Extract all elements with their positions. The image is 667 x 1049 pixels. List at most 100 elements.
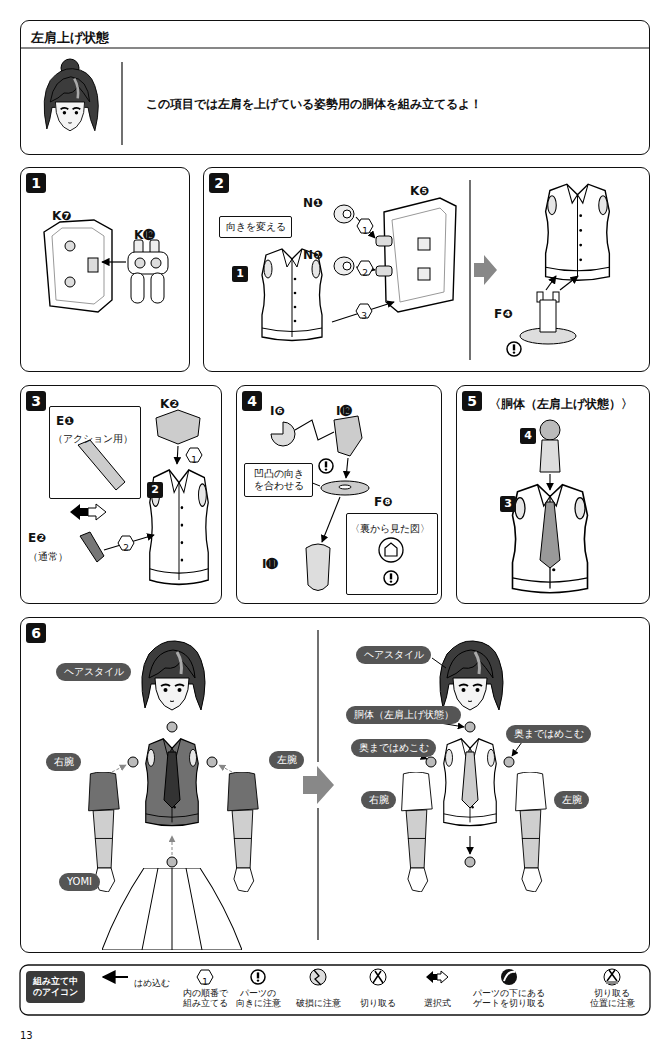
part-tag: 左腕: [554, 791, 589, 809]
step3-art: [177, 446, 178, 464]
icon-legend-art: [20, 965, 650, 1015]
text-holder: 左肩上げ状態: [31, 27, 109, 46]
step2-art: [546, 184, 610, 280]
step6-art: [146, 739, 199, 826]
step1-art: [52, 228, 104, 304]
step4-art: [346, 458, 348, 478]
node-heading: 2: [209, 173, 229, 193]
step3-art: [88, 504, 106, 520]
step-order-hexagon: [118, 219, 373, 984]
part-tag: ヘアスタイル: [356, 646, 431, 664]
part-code: K❼: [52, 209, 71, 224]
part-code: K⓬: [134, 228, 155, 243]
text-holder: 3: [26, 391, 46, 411]
step6-art: [465, 722, 475, 732]
step4-art: [321, 481, 369, 495]
note-box: 凹凸の向き を合わせる: [244, 463, 313, 497]
icon-legend-art: [606, 981, 618, 984]
step6-art: [167, 857, 177, 867]
step6-art: [402, 772, 433, 892]
step4-art: [306, 544, 330, 591]
node-text: ヘアスタイル: [364, 649, 424, 662]
step2-art: [392, 208, 446, 302]
text-holder: この項目では左肩を上げている姿勢用の胴体を組み立てるよ！: [146, 93, 482, 112]
text-holder: 5: [462, 391, 482, 411]
step6-art: [128, 757, 138, 767]
subassembly-badge: 2: [147, 482, 163, 498]
step1-art: [102, 261, 126, 262]
step6-art: [112, 765, 126, 772]
step1-art: [88, 258, 98, 272]
icon-legend-art: [504, 972, 515, 981]
icon-legend-art: [426, 971, 437, 983]
step2-art: [507, 342, 521, 356]
node-text: この項目では左肩を上げている姿勢用の胴体を組み立てるよ！: [146, 97, 482, 112]
instruction-tag: 奥まではめこむ: [351, 739, 436, 757]
order-number: 1: [198, 975, 212, 989]
node-text: 右腕: [54, 756, 74, 769]
order-number: 1: [358, 224, 372, 238]
node-heading: 左肩上げ状態: [31, 30, 109, 46]
part-tag: ヘアスタイル: [56, 663, 131, 681]
legend-text: 切り取る: [360, 998, 396, 1008]
icon-legend-art: [604, 969, 620, 985]
label-holder: K❺: [410, 180, 429, 199]
step2-art: [418, 238, 430, 250]
legend-item: パーツの 向きに注意: [226, 988, 290, 1010]
subassembly-badge: 3: [500, 496, 516, 512]
page-number: 13: [20, 1030, 33, 1043]
step2-art: [334, 257, 354, 275]
text-holder: 〈胴体（左肩上げ状態）〉: [489, 393, 633, 412]
text-holder: 6: [26, 623, 46, 643]
node-text: ヘアスタイル: [64, 666, 124, 679]
order-number: 1: [187, 453, 201, 467]
label-holder: 1: [232, 262, 248, 282]
step1-art: [151, 258, 161, 268]
step1-art: [65, 277, 75, 287]
part-code: N❶: [303, 196, 323, 211]
text-holder: （アクション用）: [53, 427, 133, 446]
step6-art: [432, 658, 446, 668]
order-number: 3: [357, 309, 371, 323]
legend-item: 切り取る: [346, 991, 410, 1010]
subassembly-badge: 4: [520, 428, 536, 444]
step-panel: ヘアスタイル右腕左腕YOMIヘアスタイル胴体（左肩上げ状態）奥まではめこむ奥まで…: [20, 617, 650, 953]
label-holder: E❷: [28, 527, 46, 546]
step5-art: [513, 420, 588, 593]
step6-art: [504, 757, 514, 767]
part-code: K❺: [410, 184, 429, 199]
node-text: 左腕: [562, 794, 582, 807]
step1-art: [131, 273, 144, 303]
step2-art: [332, 302, 394, 322]
label-holder: 2: [358, 261, 372, 280]
step2-art: [469, 180, 470, 360]
step1-art: [135, 258, 145, 268]
legend-text: 選択式: [424, 998, 451, 1008]
header-art: [121, 62, 122, 145]
node-text: （アクション用）: [53, 433, 133, 446]
step4-art: [319, 459, 333, 473]
step5-art: [540, 420, 560, 440]
step6-art: [219, 765, 232, 772]
icon-legend-art: [501, 969, 517, 985]
step6-art: [426, 757, 436, 767]
text-holder: 1: [26, 173, 46, 193]
legend-item: 選択式: [405, 991, 469, 1010]
step2-art: [356, 217, 375, 238]
part-tag: 右腕: [361, 791, 396, 809]
part-code: E❷: [28, 531, 46, 546]
step2-art: [560, 276, 578, 290]
node-heading: 4: [242, 391, 262, 411]
part-code: F❽: [374, 495, 392, 510]
step2-art: [343, 210, 351, 218]
node-text: 右腕: [369, 794, 389, 807]
icon-legend-art: [310, 969, 326, 985]
step6-art: [172, 836, 173, 855]
step2-art: [384, 198, 456, 312]
step6-art: [164, 752, 180, 808]
step6-art: [469, 836, 470, 854]
step4-art: [379, 538, 403, 562]
step1-art: [128, 252, 168, 274]
step5-art: [540, 502, 560, 568]
